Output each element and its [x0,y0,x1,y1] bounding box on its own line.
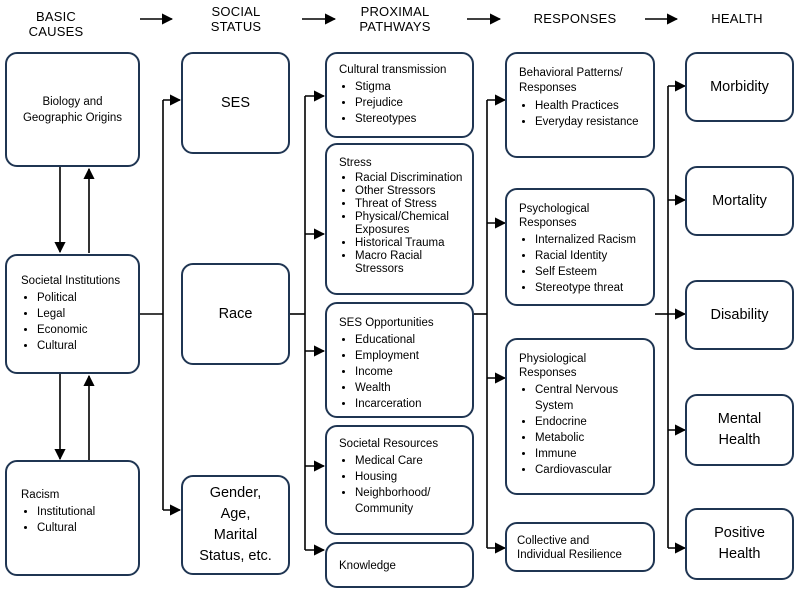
list-item: Economic [37,322,138,338]
list-item: Health Practices [535,98,645,114]
list-item: Cultural [37,338,138,354]
resilience-label: Collective and Individual Resilience [517,535,622,561]
list-item: Housing [355,469,465,485]
gender-label: Gender, Age, Marital Status, etc. [199,485,272,564]
list-item: Cultural [37,520,138,536]
box-disability: Disability [685,280,794,350]
box-societal-institutions: Societal Institutions Political Legal Ec… [5,254,140,374]
list-item: Immune [535,446,635,462]
list-item: Prejudice [355,95,472,111]
list-item: Wealth [355,380,472,396]
box-mortality: Mortality [685,166,794,236]
list-item: Physical/Chemical Exposures [355,211,472,237]
resources-title: Societal Resources [339,438,439,450]
morbidity-label: Morbidity [710,78,769,95]
box-physiological-responses: Physiological Responses Central Nervous … [505,338,655,495]
disability-label: Disability [710,306,769,323]
box-biology-geographic-origins: Biology and Geographic Origins [5,52,140,167]
list-item: Internalized Racism [535,232,653,248]
race-label: Race [218,305,253,322]
mental-health-label: Mental Health [717,411,762,448]
box-societal-resources: Societal Resources Medical Care Housing … [325,425,474,535]
list-item: Self Esteem [535,264,653,280]
box-resilience: Collective and Individual Resilience [505,522,655,572]
box-behavioral-patterns: Behavioral Patterns/ Responses Health Pr… [505,52,655,158]
list-item: Macro Racial Stressors [355,250,472,276]
header-basic-causes: BASIC CAUSES [28,9,84,39]
list-item: Income [355,364,472,380]
list-item: Cardiovascular [535,462,635,478]
list-item: Threat of Stress [355,198,472,211]
box-gender-age-marital: Gender, Age, Marital Status, etc. [181,475,290,575]
box-racism: Racism Institutional Cultural [5,460,140,576]
header-responses: RESPONSES [533,11,617,26]
racism-title: Racism [21,489,60,501]
list-item: Other Stressors [355,185,472,198]
list-item: Everyday resistance [535,114,645,130]
list-item: Legal [37,306,138,322]
list-item: Stereotype threat [535,280,653,296]
list-item: Institutional [37,504,138,520]
header-social-status: SOCIAL STATUS [210,4,262,34]
list-item: Stereotypes [355,111,472,127]
header-health: HEALTH [711,11,763,26]
box-morbidity: Morbidity [685,52,794,122]
box-race: Race [181,263,290,365]
box-cultural-transmission: Cultural transmission Stigma Prejudice S… [325,52,474,138]
physiological-title: Physiological Responses [519,353,587,379]
psychological-title: Psychological Responses [519,203,590,229]
list-item: Racial Identity [535,248,653,264]
box-mental-health: Mental Health [685,394,794,466]
stress-title: Stress [339,157,372,169]
biology-label: Biology and Geographic Origins [22,95,123,124]
list-item: Stigma [355,79,472,95]
institutions-title: Societal Institutions [21,275,121,287]
list-item: Metabolic [535,430,635,446]
box-ses: SES [181,52,290,154]
list-item: Employment [355,348,472,364]
cultural-title: Cultural transmission [339,64,447,76]
ses-label: SES [220,94,250,111]
box-knowledge: Knowledge [325,542,474,588]
mortality-label: Mortality [712,192,767,209]
behavioral-title: Behavioral Patterns/ Responses [519,67,623,94]
box-stress: Stress Racial Discrimination Other Stres… [325,143,474,295]
positive-health-label: Positive Health [714,525,765,562]
list-item: Historical Trauma [355,237,472,250]
ses-opp-title: SES Opportunities [339,317,434,329]
list-item: Incarceration [355,396,472,412]
header-proximal-pathways: PROXIMAL PATHWAYS [359,4,431,34]
box-psychological-responses: Psychological Responses Internalized Rac… [505,188,655,306]
knowledge-label: Knowledge [339,560,396,572]
list-item: Educational [355,332,472,348]
box-ses-opportunities: SES Opportunities Educational Employment… [325,302,474,418]
box-positive-health: Positive Health [685,508,794,580]
list-item: Central Nervous System [535,382,635,414]
list-item: Racial Discrimination [355,172,472,185]
list-item: Political [37,290,138,306]
list-item: Neighborhood/ Community [355,485,465,517]
list-item: Medical Care [355,453,465,469]
list-item: Endocrine [535,414,635,430]
